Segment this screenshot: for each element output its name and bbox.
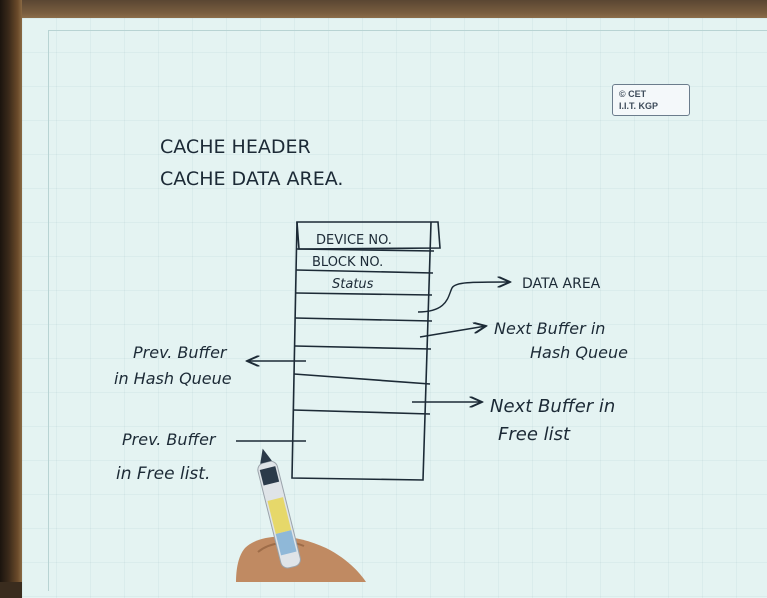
row-divider <box>295 269 434 274</box>
label-next-hash-2: Hash Queue <box>530 343 628 362</box>
row-divider <box>295 292 433 296</box>
whiteboard-frame-left <box>0 0 22 582</box>
label-prev-hash-2: in Hash Queue <box>114 369 232 388</box>
heading-cache-header: CACHE HEADER <box>160 136 311 158</box>
watermark-line-2: I.I.T. KGP <box>619 101 659 111</box>
label-prev-hash-1: Prev. Buffer <box>133 343 228 362</box>
buffer-header-table <box>291 221 441 481</box>
row-divider <box>294 317 433 322</box>
board-margin-line <box>48 30 767 591</box>
whiteboard-frame-top <box>0 0 767 22</box>
buffer-header-diagram: CACHE HEADER CACHE DATA AREA. DEVICE NO.… <box>114 136 628 582</box>
row-block-no: BLOCK NO. <box>312 255 383 270</box>
table-top-cell <box>296 221 441 250</box>
label-data-area: DATA AREA <box>522 276 601 292</box>
row-divider <box>292 409 431 415</box>
presenter-hand-with-pen <box>236 448 366 582</box>
cet-iit-kgp-watermark: © CET I.I.T. KGP <box>612 84 690 116</box>
label-next-hash-1: Next Buffer in <box>494 319 605 338</box>
heading-cache-data-area: CACHE DATA AREA. <box>160 168 343 190</box>
row-divider <box>294 345 432 350</box>
arrow-next-hash <box>419 326 486 338</box>
label-prev-free-1: Prev. Buffer <box>122 430 217 449</box>
row-divider <box>296 248 435 252</box>
arrow-to-data-area <box>417 282 510 313</box>
watermark-line-1: © CET <box>619 89 647 99</box>
label-prev-free-2: in Free list. <box>116 464 210 484</box>
row-divider <box>293 373 431 385</box>
table-outline <box>291 221 432 481</box>
row-status: Status <box>332 277 374 292</box>
label-next-free-2: Free list <box>498 424 571 445</box>
label-next-free-1: Next Buffer in <box>490 396 615 417</box>
row-device-no: DEVICE NO. <box>316 233 392 248</box>
